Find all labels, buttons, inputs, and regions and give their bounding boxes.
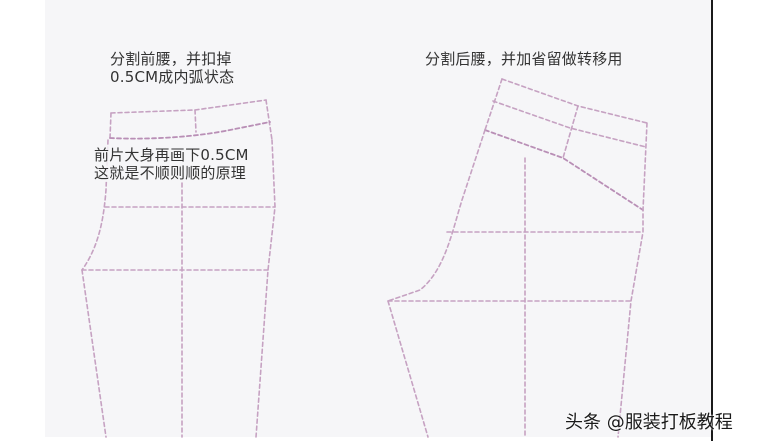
front-waistband-top (110, 99, 267, 114)
watermark: 头条 @服装打板教程 (565, 412, 733, 433)
front-waist-note-line2: 0.5CM成内弧状态 (110, 68, 235, 86)
front-trouser-piece (81, 99, 276, 438)
back-trouser-piece (387, 78, 648, 438)
back-rise-curve (387, 129, 486, 302)
front-side-seam (255, 139, 276, 438)
front-waistband-left-edge (109, 112, 112, 139)
back-waistband-bottom (484, 129, 644, 211)
front-waist-annotation: 分割前腰，并扣掉 0.5CM成内弧状态 (110, 50, 234, 86)
front-waist-note-line1: 分割前腰，并扣掉 (110, 50, 232, 68)
back-inseam (387, 300, 429, 438)
front-body-annotation: 前片大身再画下0.5CM 这就是不顺则顺的原理 (94, 146, 249, 182)
back-waistband-left-edge (484, 78, 503, 131)
front-leg-left (81, 269, 107, 438)
front-body-note-line2: 这就是不顺则顺的原理 (94, 164, 247, 182)
front-waistband-divider (194, 109, 197, 133)
back-waist-annotation: 分割后腰，并加省留做转移用 (425, 50, 623, 68)
drawing-canvas (45, 0, 711, 437)
back-waistband-divider (562, 105, 579, 159)
back-waist-note-line1: 分割后腰，并加省留做转移用 (425, 50, 623, 68)
back-side-seam (617, 122, 648, 438)
front-waistband-right-edge (265, 99, 273, 141)
page-divider-line (711, 0, 713, 441)
front-waistband-bottom (109, 121, 271, 140)
back-waistband-middle (492, 100, 647, 148)
front-outseam (81, 139, 109, 271)
front-body-note-line1: 前片大身再画下0.5CM (94, 146, 249, 164)
